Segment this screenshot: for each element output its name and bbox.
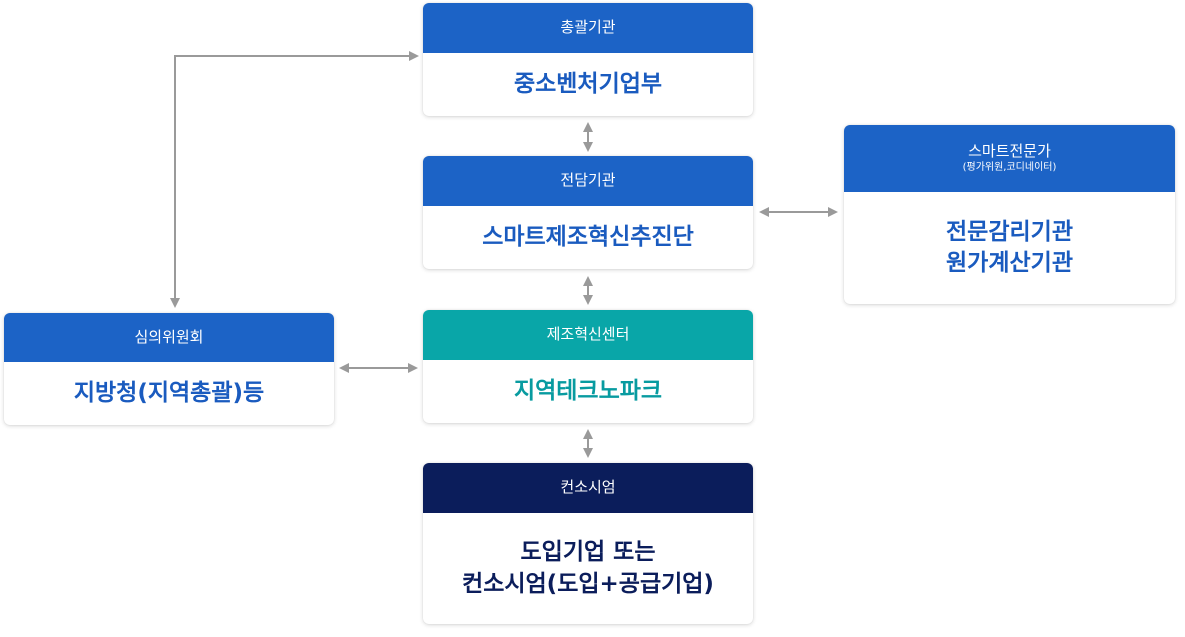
node-general-agency-header: 총괄기관 xyxy=(560,18,616,37)
node-dedicated-agency: 전담기관 스마트제조혁신추진단 xyxy=(423,156,753,269)
node-consortium: 컨소시엄 도입기업 또는 컨소시엄(도입+공급기업) xyxy=(423,463,753,624)
node-smart-expert: 스마트전문가 (평가위원,코디네이터) 전문감리기관 원가계산기관 xyxy=(844,125,1175,304)
node-consortium-header: 컨소시엄 xyxy=(560,478,616,497)
node-consortium-body-line1: 도입기업 또는 xyxy=(520,539,656,566)
arrow-general-committee xyxy=(170,51,419,308)
node-general-agency-body: 중소벤처기업부 xyxy=(513,70,663,97)
node-dedicated-agency-body: 스마트제조혁신추진단 xyxy=(482,223,694,250)
node-committee: 심의위원회 지방청(지역총괄)등 xyxy=(4,313,334,425)
node-innovation-center-body: 지역테크노파크 xyxy=(513,377,663,404)
node-general-agency: 총괄기관 중소벤처기업부 xyxy=(423,3,753,116)
node-innovation-center-header: 제조혁신센터 xyxy=(546,325,630,344)
node-smart-expert-header: 스마트전문가 xyxy=(968,142,1051,161)
node-smart-expert-body-line2: 원가계산기관 xyxy=(946,250,1073,276)
node-smart-expert-header-sub: (평가위원,코디네이터) xyxy=(962,162,1057,174)
node-consortium-body-line2: 컨소시엄(도입+공급기업) xyxy=(462,570,714,597)
node-committee-header: 심의위원회 xyxy=(134,327,204,346)
node-committee-body: 지방청(지역총괄)등 xyxy=(73,379,265,406)
node-innovation-center: 제조혁신센터 지역테크노파크 xyxy=(423,310,753,423)
node-dedicated-agency-header: 전담기관 xyxy=(560,171,616,190)
node-smart-expert-body-line1: 전문감리기관 xyxy=(946,218,1073,245)
